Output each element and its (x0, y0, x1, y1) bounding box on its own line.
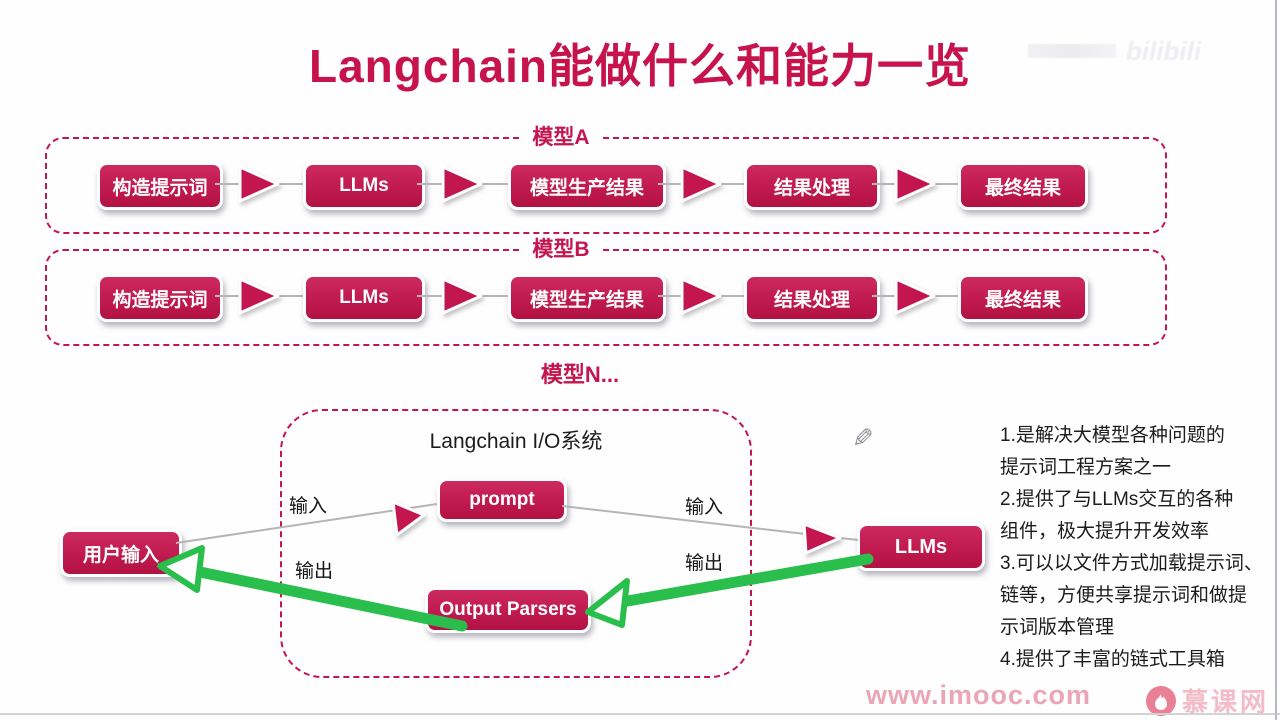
user-input-node: 用户输入 (60, 529, 182, 577)
io-box-title: Langchain I/O系统 (429, 430, 603, 453)
bilibili-logo-text: bilibili (1126, 35, 1202, 66)
imooc-brand-text: 慕课网 (1182, 687, 1270, 717)
step-llms: LLMs (303, 162, 425, 210)
step-model-output: 模型生产结果 (508, 162, 666, 210)
watermark-blur-block (1028, 44, 1116, 58)
capabilities-notes: 1.是解决大模型各种问题的 提示词工程方案之一 2.提供了与LLMs交互的各种 … (1000, 425, 1263, 670)
step-result-processing: 结果处理 (744, 162, 880, 210)
input-label-right: 输入 (685, 497, 724, 518)
step-build-prompt: 构造提示词 (97, 162, 223, 210)
step-model-output: 模型生产结果 (508, 274, 666, 322)
model-a-pipeline-box: 模型A 构造提示词 LLMs 模型生产结果 结果处理 最终结果 (45, 123, 1167, 234)
imooc-flame-icon (1146, 685, 1176, 716)
model-b-pipeline-box: 模型B 构造提示词 LLMs 模型生产结果 结果处理 最终结果 (45, 235, 1167, 346)
output-parsers-node: Output Parsers (425, 587, 591, 633)
prompt-node: prompt (437, 478, 567, 522)
bilibili-watermark: bilibili (1028, 30, 1268, 72)
flame-glyph (1155, 691, 1167, 710)
step-result-processing: 结果处理 (744, 274, 880, 322)
input-label-left: 输入 (289, 496, 328, 517)
page-title: Langchain能做什么和能力一览 (308, 40, 972, 92)
imooc-brand: 慕课网 (1146, 682, 1269, 719)
model-n-label: 模型N... (540, 362, 620, 387)
step-llms: LLMs (303, 274, 425, 322)
step-final-result: 最终结果 (958, 162, 1088, 210)
pencil-cursor-icon: ✎ (852, 424, 874, 454)
arrow-triangle-icon (802, 522, 842, 555)
slide-right-edge (1275, 0, 1277, 720)
slide-bottom-edge (0, 713, 1280, 715)
model-b-label: 模型B (520, 235, 602, 265)
output-label-right: 输出 (685, 553, 724, 574)
output-label-left: 输出 (295, 561, 334, 582)
site-url: www.imooc.com (866, 680, 1092, 710)
model-a-label: 模型A (520, 123, 602, 153)
langchain-io-box: Langchain I/O系统 (280, 409, 752, 678)
llms-node: LLMs (857, 523, 985, 571)
step-final-result: 最终结果 (958, 274, 1088, 322)
step-build-prompt: 构造提示词 (97, 274, 223, 322)
